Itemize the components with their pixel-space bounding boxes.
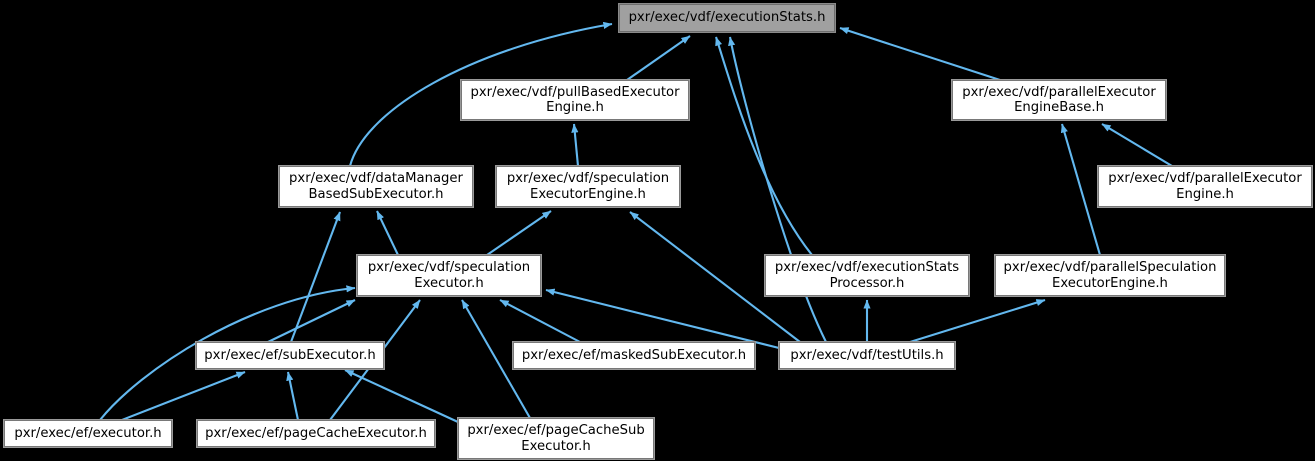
graph-edge	[267, 299, 356, 343]
graph-node-label: pxr/exec/vdf/parallelExecutor EngineBase…	[962, 84, 1156, 116]
graph-edge	[376, 210, 399, 256]
graph-node-dataManagerBasedSubExecutor[interactable]: pxr/exec/vdf/dataManager BasedSubExecuto…	[278, 165, 474, 208]
graph-node-executor[interactable]: pxr/exec/ef/executor.h	[3, 419, 173, 448]
graph-edge	[571, 123, 580, 167]
graph-edge	[461, 299, 531, 419]
graph-edge	[545, 288, 780, 350]
graph-node-label: pxr/exec/vdf/executionStats Processor.h	[774, 260, 960, 291]
graph-edge	[728, 36, 827, 343]
graph-node-executionStats[interactable]: pxr/exec/vdf/executionStats.h	[618, 3, 836, 33]
graph-node-subExecutor[interactable]: pxr/exec/ef/subExecutor.h	[195, 341, 385, 370]
graph-edge	[290, 211, 341, 343]
graph-node-pageCacheSubExecutor[interactable]: pxr/exec/ef/pageCacheSub Executor.h	[457, 417, 655, 460]
graph-edge	[629, 211, 801, 343]
graph-node-parallelExecutorEngine[interactable]: pxr/exec/vdf/parallelExecutor Engine.h	[1097, 165, 1313, 208]
graph-node-executionStatsProcessor[interactable]: pxr/exec/vdf/executionStats Processor.h	[764, 254, 970, 297]
graph-node-speculationExecutorEngine[interactable]: pxr/exec/vdf/speculation ExecutorEngine.…	[495, 165, 681, 208]
graph-edge	[499, 299, 581, 343]
graph-node-testUtils[interactable]: pxr/exec/vdf/testUtils.h	[778, 341, 956, 370]
graph-node-label: pxr/exec/vdf/testUtils.h	[790, 347, 944, 363]
graph-node-label: pxr/exec/vdf/parallelSpeculation Executo…	[1003, 260, 1217, 291]
graph-edge	[99, 285, 356, 421]
graph-node-label: pxr/exec/vdf/parallelExecutor Engine.h	[1108, 171, 1302, 202]
graph-node-label: pxr/exec/ef/subExecutor.h	[204, 347, 376, 363]
graph-node-label: pxr/exec/vdf/speculation Executor.h	[367, 260, 531, 291]
graph-edge	[1060, 123, 1102, 256]
graph-node-label: pxr/exec/vdf/dataManager BasedSubExecuto…	[289, 171, 463, 202]
graph-edge	[715, 36, 813, 256]
graph-node-label: pxr/exec/ef/pageCacheSub Executor.h	[467, 423, 645, 454]
graph-node-parallelExecutorEngineBase[interactable]: pxr/exec/vdf/parallelExecutor EngineBase…	[951, 79, 1167, 121]
graph-node-label: pxr/exec/ef/executor.h	[14, 425, 162, 441]
graph-node-maskedSubExecutor[interactable]: pxr/exec/ef/maskedSubExecutor.h	[512, 341, 756, 370]
graph-edge	[344, 369, 459, 423]
graph-node-label: pxr/exec/ef/pageCacheExecutor.h	[205, 425, 427, 441]
graph-edge	[626, 35, 691, 81]
graph-edge	[348, 21, 613, 167]
graph-node-label: pxr/exec/vdf/executionStats.h	[628, 10, 826, 26]
graph-node-pageCacheExecutor[interactable]: pxr/exec/ef/pageCacheExecutor.h	[196, 419, 436, 448]
graph-edge	[121, 371, 246, 421]
graph-node-pullBasedExecutorEngine[interactable]: pxr/exec/vdf/pullBasedExecutor Engine.h	[460, 79, 690, 121]
graph-node-label: pxr/exec/ef/maskedSubExecutor.h	[521, 347, 747, 363]
graph-node-label: pxr/exec/vdf/pullBasedExecutor Engine.h	[470, 84, 680, 116]
graph-edge	[909, 298, 1046, 344]
graph-node-speculationExecutor[interactable]: pxr/exec/vdf/speculation Executor.h	[356, 254, 542, 297]
graph-edge	[839, 27, 1001, 81]
graph-node-label: pxr/exec/vdf/speculation ExecutorEngine.…	[506, 171, 670, 202]
graph-node-parallelSpeculationExecutorEngine[interactable]: pxr/exec/vdf/parallelSpeculation Executo…	[994, 254, 1226, 297]
graph-edge	[286, 371, 300, 421]
graph-edge	[486, 210, 552, 256]
graph-edge	[1101, 123, 1173, 167]
